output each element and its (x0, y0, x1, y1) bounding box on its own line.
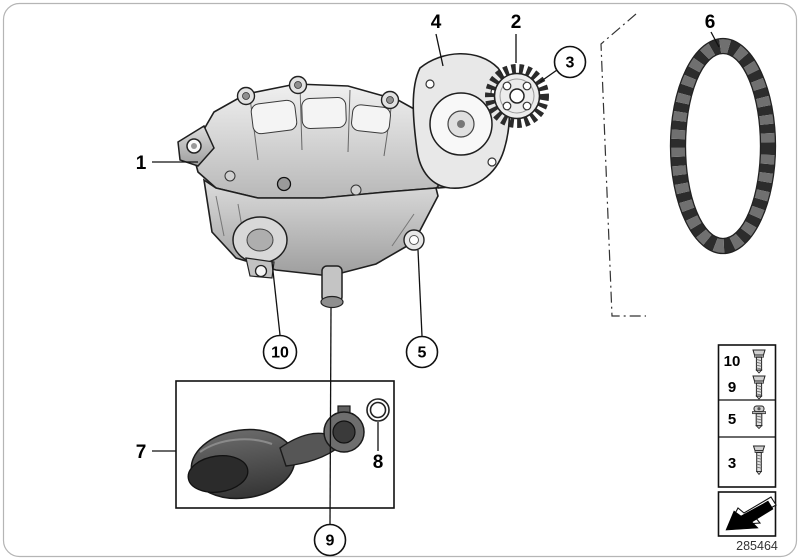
pipe-flange-bore (332, 420, 356, 444)
legend-label-3: 3 (728, 455, 736, 472)
direction-arrow-icon (725, 496, 777, 531)
fastener-legend: 10 9 5 3 (717, 344, 777, 488)
legend-row-10[interactable]: 10 (724, 349, 766, 374)
callout-6[interactable]: 6 (705, 12, 716, 33)
callout-2[interactable]: 2 (511, 12, 522, 33)
pump-window-cutout (301, 97, 347, 129)
mounting-hole-center (191, 143, 197, 149)
leader-4 (435, 33, 444, 67)
legend-label-10: 10 (724, 353, 741, 370)
hex-bolt-icon (752, 375, 766, 400)
leader-5 (417, 249, 423, 337)
sprocket (485, 64, 549, 128)
legend-row-3[interactable]: 3 (728, 445, 765, 475)
diagram-number: 285464 (736, 539, 778, 553)
legend-row-9[interactable]: 9 (728, 375, 766, 400)
timing-chain (669, 37, 777, 255)
chain-outer-edge (669, 37, 777, 255)
hex-bolt-icon (752, 349, 766, 374)
callout-7[interactable]: 7 (136, 442, 147, 463)
intake-pipe (187, 405, 365, 500)
leader-6 (710, 31, 720, 48)
intake-pipe-box (175, 380, 395, 509)
callout-10[interactable]: 10 (262, 334, 298, 370)
pump-top-boss (236, 86, 256, 106)
callout-3-label: 3 (566, 55, 575, 72)
leader-10 (271, 261, 281, 336)
pump-top-boss (380, 90, 400, 110)
callout-8[interactable]: 8 (373, 452, 384, 473)
cover-hole (487, 157, 497, 167)
callout-3[interactable]: 3 (553, 45, 587, 79)
sprocket-hole (502, 81, 512, 91)
torx-bolt-icon (752, 405, 766, 429)
cover-center (457, 120, 465, 128)
pump-window-cutout (351, 104, 391, 134)
pump-left-boss-bore (246, 228, 274, 252)
leader-9 (329, 307, 332, 525)
leader-3 (539, 69, 558, 83)
cover-hole (425, 79, 435, 89)
plate-bolt (224, 170, 236, 182)
callout-9[interactable]: 9 (313, 523, 347, 557)
chain-cover-plate (412, 52, 511, 189)
o-ring (366, 398, 390, 422)
legend-row-5[interactable]: 5 (728, 405, 766, 429)
pump-pickup-flange (320, 295, 344, 309)
chain-inner-edge (684, 52, 762, 240)
pipe-mouth (187, 455, 249, 493)
sprocket-teeth (485, 64, 549, 128)
callout-10-label: 10 (271, 345, 289, 362)
schematic-arrow-box[interactable] (717, 491, 777, 537)
pump-right-bolt-hole (409, 235, 419, 245)
pipe-highlight (199, 438, 273, 453)
legend-label-5: 5 (728, 411, 736, 428)
callout-5[interactable]: 5 (405, 335, 439, 369)
pump-center-stud (276, 176, 292, 192)
sprocket-hole (522, 81, 532, 91)
arrow-box-border (717, 491, 777, 537)
sprocket-hub (509, 88, 525, 104)
legend-label-9: 9 (728, 379, 736, 396)
callout-1[interactable]: 1 (136, 153, 147, 174)
sprocket-hole (522, 101, 532, 111)
callout-4[interactable]: 4 (431, 12, 442, 33)
pump-top-boss (288, 75, 308, 95)
sprocket-ring (499, 78, 535, 114)
pump-window-cutout (250, 99, 298, 135)
plate-bolt (350, 184, 362, 196)
sprocket-hole (502, 101, 512, 111)
section-boundary-line (600, 13, 646, 317)
foot-hole (254, 264, 268, 278)
long-bolt-icon (753, 445, 765, 475)
callout-5-label: 5 (418, 345, 427, 362)
callout-9-label: 9 (326, 533, 335, 550)
legend-box (717, 344, 777, 488)
